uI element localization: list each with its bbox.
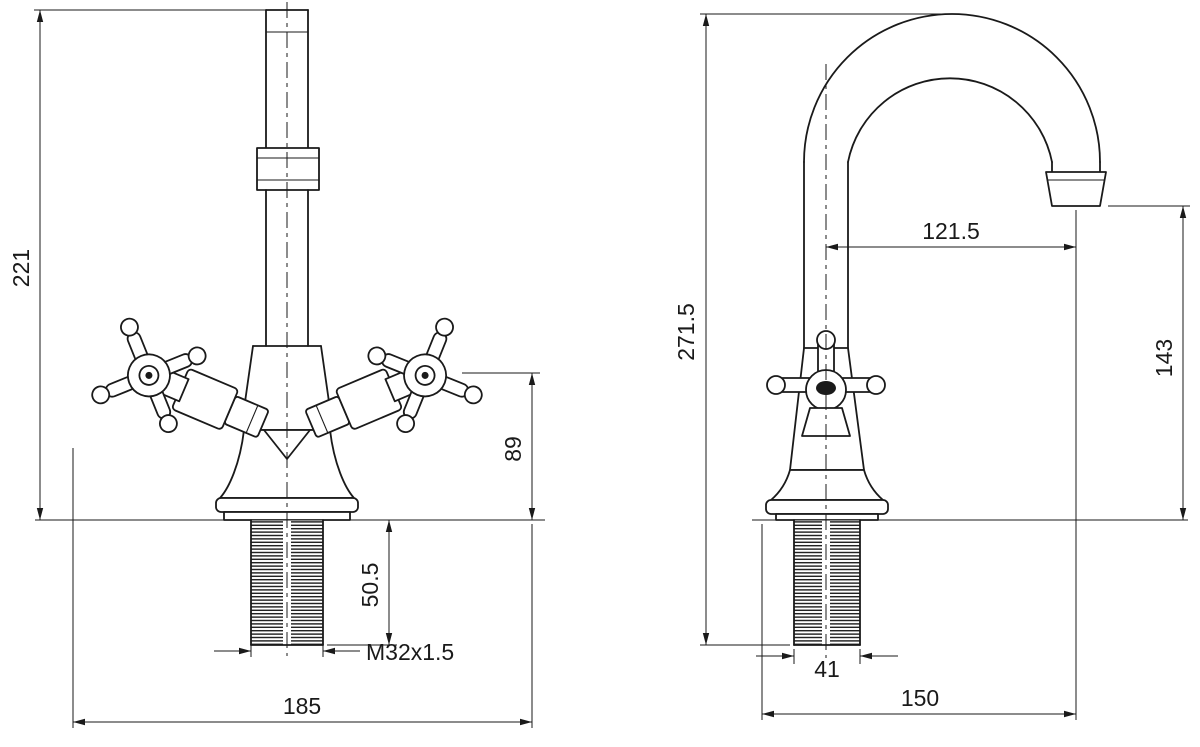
side-threaded-shank xyxy=(793,519,861,646)
side-handle-skirt xyxy=(801,407,851,437)
front-dimensions: 221 89 50.5 M32x1.5 185 xyxy=(8,9,540,728)
front-view: 221 89 50.5 M32x1.5 185 xyxy=(8,2,545,728)
side-dimensions: 271.5 121.5 143 41 150 xyxy=(673,13,1190,720)
side-base-bell xyxy=(770,469,884,501)
dim-front-overall-width: 185 xyxy=(283,693,321,719)
dim-front-overall-height: 221 xyxy=(8,249,34,287)
dim-front-shank-length: 50.5 xyxy=(357,563,383,608)
side-base-flange xyxy=(765,499,889,515)
front-spout-pipe xyxy=(256,9,320,347)
dim-front-thread-spec: M32x1.5 xyxy=(366,639,454,665)
dim-side-spout-reach: 121.5 xyxy=(922,218,980,244)
side-handle-right-ball xyxy=(866,375,886,395)
side-spout xyxy=(803,13,1107,349)
dim-side-shank-width: 41 xyxy=(814,656,840,682)
dim-side-overall-height: 271.5 xyxy=(673,303,699,361)
dim-front-handle-height: 89 xyxy=(500,436,526,462)
side-view: 271.5 121.5 143 41 150 xyxy=(673,13,1190,720)
dim-side-spout-height: 143 xyxy=(1151,339,1177,377)
front-collar-nut xyxy=(256,147,320,191)
side-base-plate xyxy=(775,513,879,521)
side-aerator xyxy=(1045,171,1107,207)
side-handle-left-ball xyxy=(766,375,786,395)
dim-side-overall-depth: 150 xyxy=(901,685,939,711)
